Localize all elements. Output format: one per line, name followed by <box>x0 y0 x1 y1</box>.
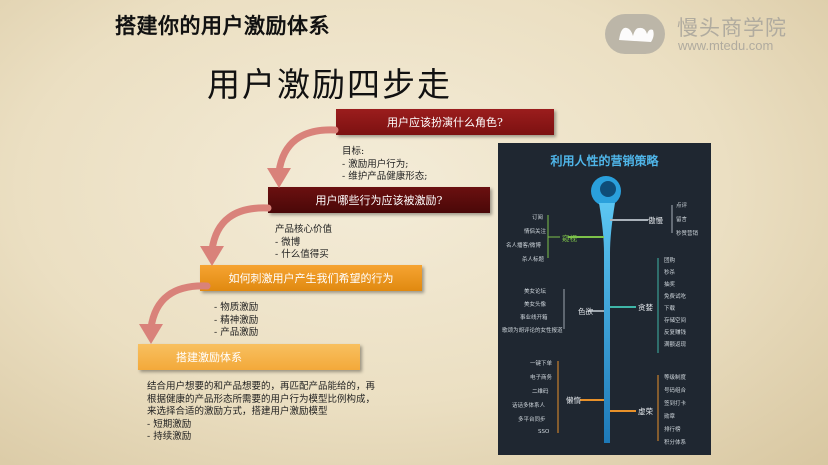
greed-item: 团购 <box>664 258 676 264</box>
step-1-box: 用户应该扮演什么角色? <box>336 109 554 135</box>
laziness-item: 一键下单 <box>530 361 553 367</box>
note-line: 根据健康的产品形态所需要的用户行为模型比例构成， <box>147 393 376 405</box>
note-line: - 激励用户行为; <box>342 158 409 170</box>
step-4-label: 搭建激励体系 <box>176 351 242 364</box>
pride-item: 签到打卡 <box>664 401 687 407</box>
step-2-box: 用户哪些行为应该被激励? <box>268 187 490 213</box>
peek-item: 名人播客/微博 <box>506 243 541 249</box>
greed-item: 秒杀 <box>664 270 676 276</box>
lust-item: 事业线开箱 <box>520 315 548 321</box>
laziness-item: 电子商务 <box>530 375 553 381</box>
pride-item: 等级制度 <box>664 375 687 381</box>
note-line: 目标: <box>342 146 365 157</box>
greed-item: 满额返现 <box>664 342 687 348</box>
step-2-label: 用户哪些行为应该被激励? <box>315 194 443 207</box>
note-line: - 微博 <box>275 236 301 248</box>
step-4-box: 搭建激励体系 <box>138 344 360 370</box>
note-line: - 持续激励 <box>147 431 192 442</box>
note-core-value: 产品核心价值 - 微博 - 什么值得买 <box>275 224 332 262</box>
note-line: - 物质激励 <box>214 302 259 313</box>
pride-item: 排行榜 <box>664 427 681 433</box>
slide-title: 搭建你的用户激励体系 <box>115 14 330 38</box>
greed-item: 抽奖 <box>664 282 676 288</box>
pride-item: 勋章 <box>664 414 676 420</box>
note-line: 结合用户想要的和产品想要的，再匹配产品能给的，再 <box>147 381 376 392</box>
note-line: - 维护产品健康形态; <box>342 171 428 182</box>
note-incentives: - 物质激励 - 精神激励 - 产品激励 <box>214 302 258 340</box>
curved-arrow-icon <box>139 282 211 344</box>
branch-laziness: 懒惰 <box>566 396 581 405</box>
lust-item: 歌颂为胡评论的女性报道 <box>502 328 563 334</box>
branch-peek: 窥视 <box>562 234 577 243</box>
curved-arrow-icon <box>267 126 339 188</box>
brand-logo: 慢头商学院 www.mtedu.com <box>605 10 820 55</box>
lust-item: 美女论坛 <box>524 289 547 295</box>
vanity-item: 留言 <box>676 217 688 223</box>
greed-item: 下载 <box>664 306 676 312</box>
step-3-label: 如何刺激用户产生我们希望的行为 <box>228 272 394 285</box>
infographic-title: 利用人性的营销策略 <box>550 154 659 168</box>
laziness-item: SSO <box>538 429 550 435</box>
pride-item: 号码组合 <box>664 388 687 394</box>
peek-item: 情侣关注 <box>524 229 547 235</box>
lust-item: 美女头像 <box>524 302 547 308</box>
brand-name: 慢头商学院 <box>677 16 787 40</box>
greed-item: 存储空间 <box>664 318 687 324</box>
branch-lust: 色欲 <box>578 307 593 316</box>
infographic-lines <box>547 176 673 443</box>
greed-item: 免费试吃 <box>664 294 687 300</box>
note-line: - 产品激励 <box>214 327 259 338</box>
branch-pride: 虚荣 <box>638 407 653 416</box>
note-line: - 什么值得买 <box>275 249 329 260</box>
laziness-item: 话话多体系人 <box>512 403 546 409</box>
step-3-box: 如何刺激用户产生我们希望的行为 <box>200 265 422 291</box>
note-line: 来选择合适的激励方式，搭建用户激励模型 <box>147 406 328 417</box>
note-goals: 目标: - 激励用户行为; - 维护产品健康形态; <box>342 146 427 184</box>
peek-item: 订阅 <box>532 215 544 221</box>
bun-logo-icon <box>605 14 665 54</box>
brand-url: www.mtedu.com <box>678 38 774 53</box>
vanity-item: 点评 <box>676 203 688 209</box>
note-line: 产品核心价值 <box>275 224 333 235</box>
note-line: - 精神激励 <box>214 314 259 326</box>
curved-arrow-icon <box>200 204 272 266</box>
greed-item: 反复赚钱 <box>664 330 687 336</box>
pride-item: 积分体系 <box>664 440 687 446</box>
step-1-label: 用户应该扮演什么角色? <box>387 116 503 129</box>
laziness-item: 多平台同步 <box>518 417 546 423</box>
peek-item: 杀人标题 <box>522 257 545 263</box>
marketing-infographic: 利用人性的营销策略 窥视 傲慢 色欲 贪婪 懒惰 虚荣 <box>498 143 711 455</box>
laziness-item: 二维码 <box>532 389 549 395</box>
branch-vanity: 傲慢 <box>648 216 663 225</box>
main-heading: 用户激励四步走 <box>207 65 452 104</box>
vanity-item: 秒赞营销 <box>676 231 699 237</box>
note-build-system: 结合用户想要的和产品想要的，再匹配产品能给的，再 根据健康的产品形态所需要的用户… <box>147 381 375 444</box>
branch-greed: 贪婪 <box>638 303 653 312</box>
note-line: - 短期激励 <box>147 418 192 430</box>
